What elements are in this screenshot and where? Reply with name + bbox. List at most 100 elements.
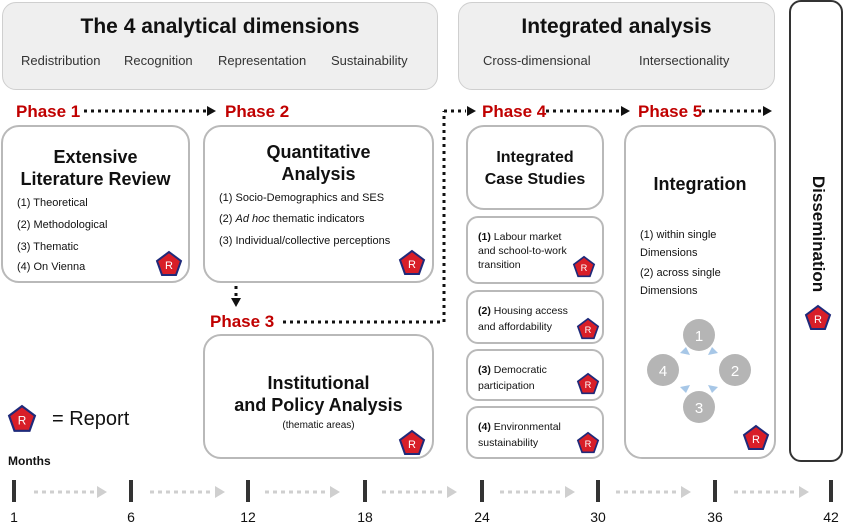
case-3-text: Democratic [490, 364, 547, 376]
svg-text:R: R [585, 380, 592, 390]
legend-badge-letter: R [18, 413, 27, 427]
timeline-arrows [34, 486, 809, 498]
timeline-tick-1 [12, 480, 16, 502]
phase-2-label: Phase 2 [225, 102, 290, 121]
report-badge-icon: R [572, 255, 596, 278]
integration-within-line1: (1) within single [640, 229, 717, 241]
phase-1-label: Phase 1 [16, 102, 81, 121]
phase-5-label: Phase 5 [638, 102, 703, 121]
adhoc-rest: thematic indicators [269, 213, 365, 225]
case-3-line1: (3) Democratic [478, 363, 547, 377]
quantitative-title-line1: Quantitative [266, 142, 371, 162]
report-badge-icon: R [398, 249, 426, 275]
case-3-num: (3) [478, 364, 491, 376]
case-study-4: (4) Environmental sustainability R [466, 406, 604, 459]
case-1-text: Labour market [490, 231, 562, 243]
circle-1: 1 [683, 319, 715, 351]
integrated-intersectionality: Intersectionality [639, 53, 730, 68]
integration-across-line2: Dimensions [640, 285, 698, 297]
svg-text:R: R [165, 260, 173, 272]
quantitative-analysis-box: Quantitative Analysis (1) Socio-Demograp… [203, 125, 434, 283]
case-study-3: (3) Democratic participation R [466, 349, 604, 401]
case-2-text: Housing access [490, 305, 568, 317]
integration-title: Integration [653, 174, 747, 194]
literature-item-thematic: (3) Thematic [17, 241, 79, 253]
case-study-1: (1) Labour market and school-to-work tra… [466, 216, 604, 284]
integrated-title: Integrated analysis [521, 15, 712, 38]
case-2-line1: (2) Housing access [478, 304, 568, 318]
timeline-tick-36 [713, 480, 717, 502]
institutional-title-line2: and Policy Analysis [234, 395, 403, 415]
legend-report-badge-icon: R [7, 404, 37, 432]
phase-4-label: Phase 4 [482, 102, 547, 121]
svg-text:R: R [752, 434, 760, 446]
timeline-tick-12 [246, 480, 250, 502]
svg-text:R: R [814, 314, 822, 326]
timeline-label-30: 30 [590, 509, 606, 525]
report-badge-icon: R [576, 372, 600, 395]
report-badge-icon: R [398, 429, 426, 455]
circle-4-label: 4 [659, 363, 667, 380]
circle-3: 3 [683, 391, 715, 423]
timeline-tick-6 [129, 480, 133, 502]
timeline-tick-30 [596, 480, 600, 502]
adhoc-prefix: (2) [219, 213, 236, 225]
quantitative-item-socio: (1) Socio-Demographics and SES [219, 192, 385, 204]
dimensions-header: The 4 analytical dimensions Redistributi… [2, 2, 438, 90]
literature-review-box: Extensive Literature Review (1) Theoreti… [1, 125, 190, 283]
case-4-text: Environmental [490, 421, 561, 433]
institutional-analysis-box: Institutional and Policy Analysis (thema… [203, 334, 434, 459]
report-badge-icon: R [742, 424, 770, 450]
dissemination-box: Dissemination R [789, 0, 843, 462]
circle-2: 2 [719, 354, 751, 386]
svg-text:R: R [408, 259, 416, 271]
literature-title-line2: Literature Review [20, 169, 171, 189]
integrated-header: Integrated analysis Cross-dimensional In… [458, 2, 775, 90]
literature-title-line1: Extensive [53, 147, 138, 167]
case-4-num: (4) [478, 421, 491, 433]
literature-item-methodological: (2) Methodological [17, 219, 108, 231]
institutional-subtitle: (thematic areas) [282, 420, 355, 431]
dimension-recognition: Recognition [124, 53, 193, 68]
timeline-tick-24 [480, 480, 484, 502]
case-studies-box: Integrated Case Studies [466, 125, 604, 210]
dimension-redistribution: Redistribution [21, 53, 101, 68]
timeline-label-12: 12 [240, 509, 256, 525]
report-badge-icon: R [576, 431, 600, 454]
timeline-label-6: 6 [127, 509, 135, 525]
svg-text:R: R [585, 439, 592, 449]
case-2-line2: and affordability [478, 321, 552, 333]
case-studies-title-line2: Case Studies [484, 171, 586, 188]
timeline-tick-42 [829, 480, 833, 502]
circle-2-label: 2 [731, 363, 739, 380]
legend-report-text: = Report [52, 408, 130, 430]
timeline-label-36: 36 [707, 509, 723, 525]
circle-1-label: 1 [695, 328, 703, 345]
integration-cycle-diagram: 1 2 3 4 [647, 319, 751, 423]
quantitative-title-line2: Analysis [281, 164, 356, 184]
adhoc-emphasis: Ad hoc [235, 213, 270, 225]
report-badge-icon: R [576, 317, 600, 340]
dimension-sustainability: Sustainability [331, 53, 408, 68]
integration-within-line2: Dimensions [640, 247, 698, 259]
circle-3-label: 3 [695, 400, 703, 417]
timeline-tick-18 [363, 480, 367, 502]
case-study-2: (2) Housing access and affordability R [466, 290, 604, 344]
case-1-line1: (1) Labour market [478, 230, 561, 244]
literature-item-vienna: (4) On Vienna [17, 261, 86, 273]
case-3-line2: participation [478, 380, 535, 392]
timeline-label-24: 24 [474, 509, 490, 525]
dimension-representation: Representation [218, 53, 307, 68]
svg-text:R: R [581, 263, 588, 273]
quantitative-item-adhoc: (2) Ad hoc thematic indicators [219, 213, 365, 225]
integrated-cross-dimensional: Cross-dimensional [483, 53, 591, 68]
case-2-num: (2) [478, 305, 491, 317]
case-1-line3: transition [478, 259, 521, 271]
integration-box: Integration (1) within single Dimensions… [624, 125, 776, 459]
case-1-line2: and school-to-work [478, 245, 567, 257]
case-4-line1: (4) Environmental [478, 420, 561, 434]
circle-4: 4 [647, 354, 679, 386]
report-badge-icon: R [155, 250, 183, 276]
svg-text:R: R [408, 439, 416, 451]
